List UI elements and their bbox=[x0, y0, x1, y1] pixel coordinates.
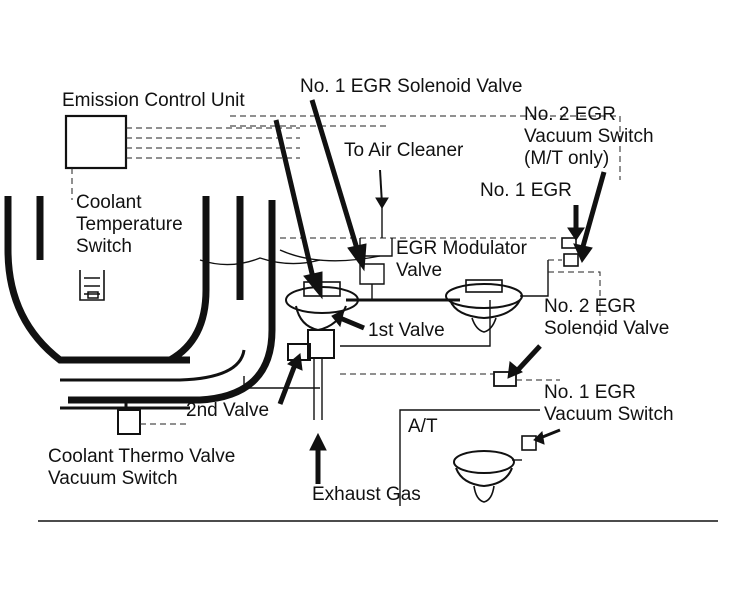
leader-arrows bbox=[273, 99, 607, 484]
coolant-thermo-valve-label-2: Vacuum Switch bbox=[48, 468, 178, 489]
coolant-temperature-switch-label-3: Switch bbox=[76, 236, 132, 257]
second-valve-label: 2nd Valve bbox=[186, 400, 269, 421]
coolant-temperature-switch-label-1: Coolant bbox=[76, 192, 142, 213]
first-valve-label: 1st Valve bbox=[368, 320, 445, 341]
air-cleaner-hoses bbox=[199, 205, 560, 300]
no1-egr-vacuum-switch-label-2: Vacuum Switch bbox=[544, 404, 674, 425]
no2-egr-solenoid-valve-label-1: No. 2 EGR bbox=[544, 296, 636, 317]
coolant-temperature-switch-symbol bbox=[79, 270, 105, 301]
emission-control-unit-label: Emission Control Unit bbox=[62, 90, 245, 111]
to-air-cleaner-label: To Air Cleaner bbox=[344, 140, 464, 161]
no2-egr-vacuum-switch-label-3: (M/T only) bbox=[524, 148, 609, 169]
at-label: A/T bbox=[408, 416, 438, 437]
coolant-thermo-valve-label-1: Coolant Thermo Valve bbox=[48, 446, 235, 467]
egr-modulator-valve-label-1: EGR Modulator bbox=[396, 238, 528, 259]
at-region bbox=[399, 409, 540, 506]
egr-valve-left bbox=[285, 281, 491, 420]
emission-control-unit bbox=[64, 114, 621, 200]
upper-right-switches bbox=[548, 237, 601, 340]
no2-egr-solenoid bbox=[243, 371, 560, 389]
no1-egr-label: No. 1 EGR bbox=[480, 180, 572, 201]
coolant-temperature-switch-label-2: Temperature bbox=[76, 214, 183, 235]
no2-egr-solenoid-valve-label-2: Solenoid Valve bbox=[544, 318, 669, 339]
engine-outline bbox=[4, 196, 276, 410]
no2-egr-vacuum-switch-label-1: No. 2 EGR bbox=[524, 104, 616, 125]
no2-egr-vacuum-switch-label-2: Vacuum Switch bbox=[524, 126, 654, 147]
exhaust-gas-label: Exhaust Gas bbox=[312, 484, 421, 505]
egr-modulator-valve-label-2: Valve bbox=[396, 260, 442, 281]
coolant-thermo-valve bbox=[117, 400, 188, 435]
egr-modulator-valve bbox=[445, 260, 549, 333]
no1-egr-solenoid-valve-label: No. 1 EGR Solenoid Valve bbox=[300, 76, 523, 97]
no1-egr-vacuum-switch-label-1: No. 1 EGR bbox=[544, 382, 636, 403]
